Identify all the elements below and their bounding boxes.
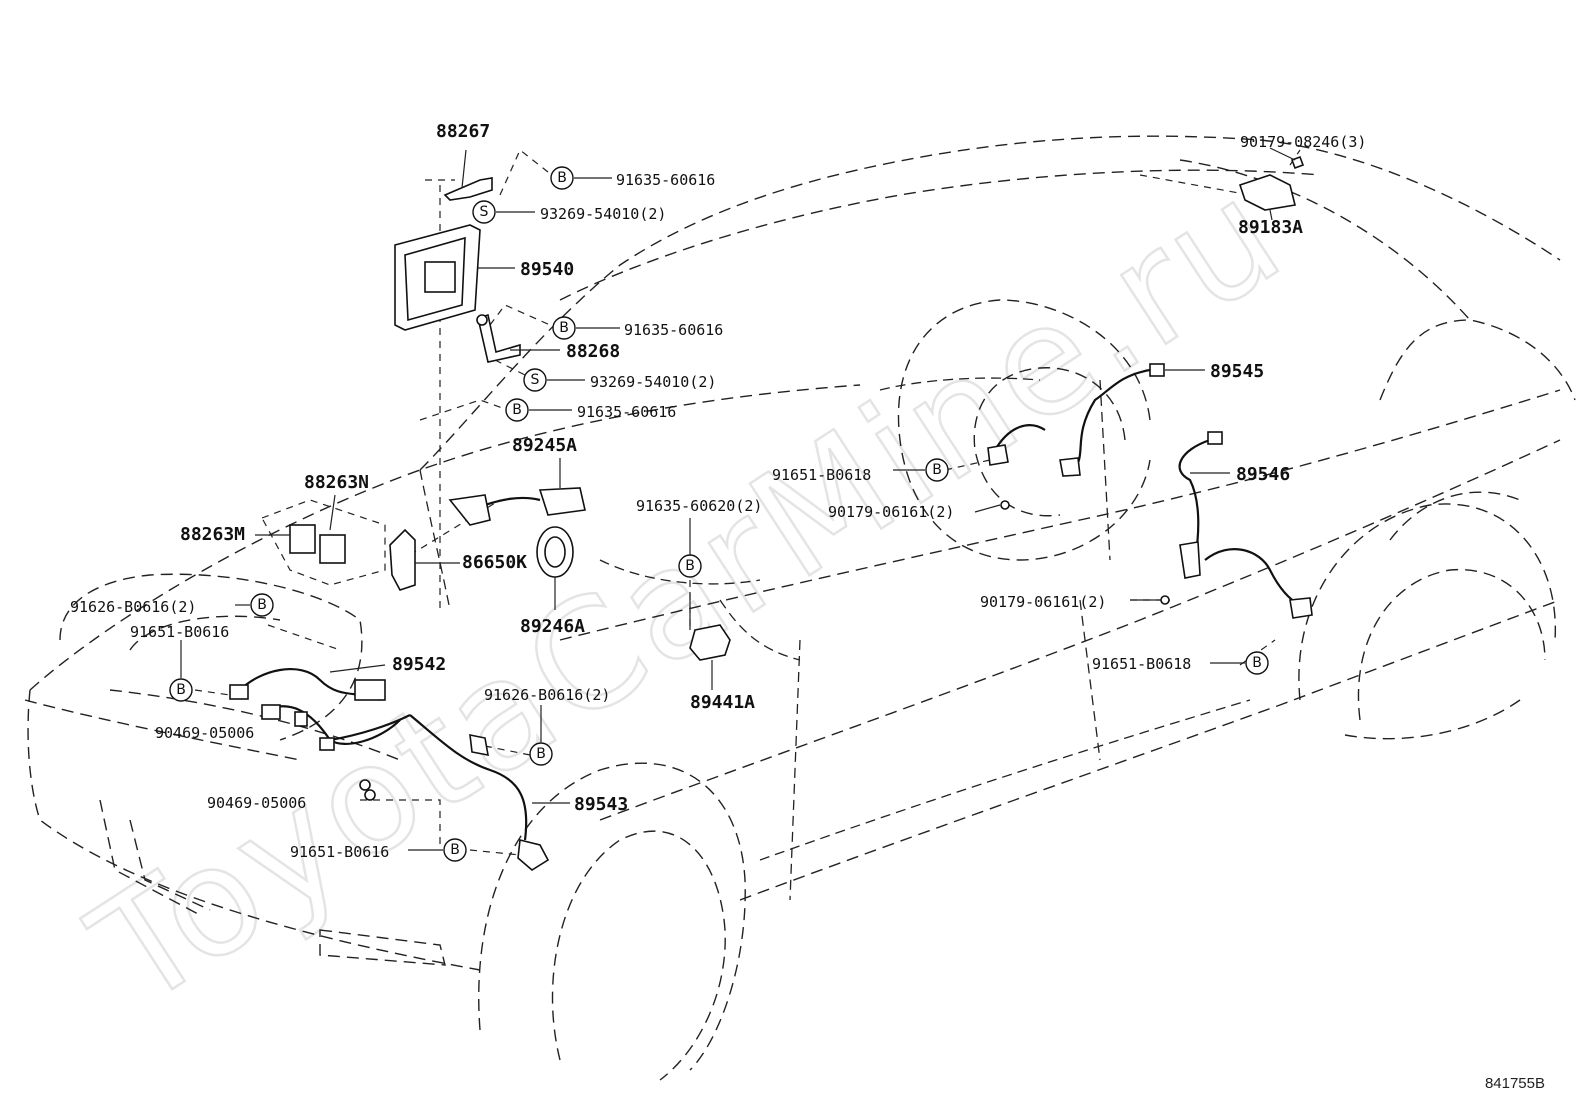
label-88263m: 88263M [180, 524, 245, 545]
label-90469b: 90469-05006 [207, 794, 306, 812]
svg-text:S: S [480, 204, 489, 220]
badge-91635c: B [505, 398, 529, 422]
svg-text:S: S [531, 372, 540, 388]
label-89441a: 89441A [690, 692, 755, 713]
badge-91626a: B [250, 593, 274, 617]
label-91635a: 91635-60616 [616, 171, 715, 189]
svg-text:B: B [536, 746, 546, 762]
label-88267: 88267 [436, 121, 490, 142]
bracket-88267-shape [443, 149, 493, 201]
label-93269a: 93269-54010(2) [540, 205, 666, 223]
sensor-89441a-shape [689, 592, 731, 690]
svg-text:B: B [257, 597, 267, 613]
svg-text:B: B [932, 462, 942, 478]
harness-89545-shape [987, 363, 1205, 510]
label-89183a: 89183A [1238, 217, 1303, 238]
badge-leaders [180, 147, 1296, 851]
label-91651a: 91651-B0616 [130, 623, 229, 641]
label-88263n: 88263N [304, 472, 369, 493]
badge-91651a: B [169, 678, 193, 702]
svg-text:B: B [685, 558, 695, 574]
ring-89246a-shape [536, 526, 574, 610]
badge-91651b: B [443, 838, 467, 862]
badge-91635d: B [678, 554, 702, 578]
relays-88263-shape [255, 494, 346, 564]
label-89540: 89540 [520, 259, 574, 280]
label-89245a: 89245A [512, 435, 577, 456]
label-91626b: 91626-B0616(2) [484, 686, 610, 704]
label-90469a: 90469-05006 [155, 724, 254, 742]
label-88268: 88268 [566, 341, 620, 362]
svg-text:B: B [557, 170, 567, 186]
sensor-89183a-shape [1238, 155, 1305, 221]
label-91651c: 91651-B0618 [772, 466, 871, 484]
bracket-88268-shape [476, 313, 560, 363]
label-89246a: 89246A [520, 616, 585, 637]
label-91626a: 91626-B0616(2) [70, 598, 196, 616]
label-91635c: 91635-60616 [577, 403, 676, 421]
diagram-code: 841755B [1485, 1075, 1545, 1092]
label-91635d: 91635-60620(2) [636, 497, 762, 515]
car-body-outline [24, 135, 1576, 1081]
svg-text:B: B [450, 842, 460, 858]
label-91651b: 91651-B0616 [290, 843, 389, 861]
label-89545: 89545 [1210, 361, 1264, 382]
badge-93269b: S [523, 368, 547, 392]
label-89546: 89546 [1236, 464, 1290, 485]
sensor-89245a-shape [448, 458, 586, 526]
svg-text:B: B [176, 682, 186, 698]
label-86650k: 86650K [462, 552, 527, 573]
svg-text:B: B [512, 402, 522, 418]
harness-89546-shape [1160, 431, 1313, 619]
label-91651d: 91651-B0618 [1092, 655, 1191, 673]
watermark: ToyotaCarMine.ru [64, 146, 1312, 1041]
label-89542: 89542 [392, 654, 446, 675]
harness-89543-shape [319, 714, 570, 871]
label-93269b: 93269-54010(2) [590, 373, 716, 391]
label-91635b: 91635-60616 [624, 321, 723, 339]
badge-91635b: B [552, 316, 576, 340]
label-90179a: 90179-08246(3) [1240, 133, 1366, 151]
badge-91635a: B [550, 166, 574, 190]
badge-91651c: B [925, 458, 949, 482]
label-89543: 89543 [574, 794, 628, 815]
badge-91626b: B [529, 742, 553, 766]
svg-text:B: B [1252, 655, 1262, 671]
svg-text:B: B [559, 320, 569, 336]
ecu-89540-shape [394, 224, 515, 331]
label-90179c: 90179-06161(2) [980, 593, 1106, 611]
buzzer-86650k-shape [389, 528, 460, 591]
badge-93269a: S [472, 200, 496, 224]
badge-91651d: B [1245, 651, 1269, 675]
label-90179b: 90179-06161(2) [828, 503, 954, 521]
